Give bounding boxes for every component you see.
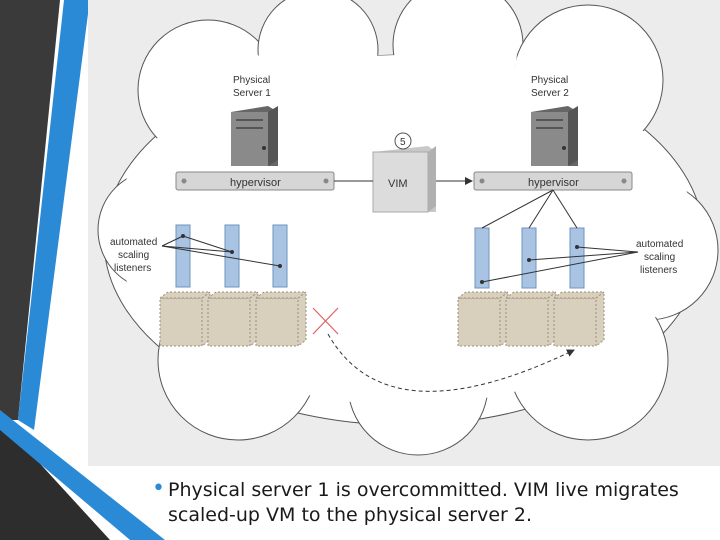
server1-label-line2: Server 1 (233, 88, 271, 99)
slide-caption: • Physical server 1 is overcommitted. VI… (152, 476, 716, 528)
caption-line1: Physical server 1 is overcommitted. VIM … (168, 479, 679, 501)
physical-server1-icon (231, 106, 278, 166)
listeners-left-line2: scaling (118, 250, 149, 261)
migration-diagram-figure: Physical Server 1 Physical Server 2 (88, 0, 720, 466)
caption-line2: scaled-up VM to the physical server 2. (168, 504, 533, 526)
vm-group-server1 (158, 291, 308, 347)
server2-label-line2: Server 2 (531, 88, 569, 99)
listeners-right-line3: listeners (640, 265, 677, 276)
removed-vm-cross-icon (312, 307, 339, 335)
listeners-left-line1: automated (110, 237, 157, 248)
vim-box: VIM (372, 146, 436, 213)
migration-arrow (327, 333, 575, 392)
dark-stripe (0, 0, 60, 420)
listeners-right-line2: scaling (644, 252, 675, 263)
vm-group-server2 (456, 291, 606, 347)
diagram-canvas: Physical Server 1 Physical Server 2 (97, 0, 719, 456)
server2-label-line1: Physical (531, 75, 568, 86)
blue-stripe (18, 0, 88, 430)
cloud-shape (97, 0, 719, 456)
hypervisor1-bar: hypervisor (175, 171, 335, 191)
hypervisor2-label: hypervisor (528, 177, 579, 189)
bullet-icon: • (152, 476, 165, 501)
step-number-badge (394, 132, 412, 150)
listeners-left-line3: listeners (114, 263, 151, 274)
listeners-left (161, 224, 288, 288)
listeners-right-line1: automated (636, 239, 683, 250)
step-number: 5 (400, 137, 406, 148)
listeners-right (474, 189, 639, 289)
hypervisor1-label: hypervisor (230, 177, 281, 189)
vim-label: VIM (388, 178, 408, 190)
physical-server2-icon (531, 106, 578, 166)
server1-label-line1: Physical (233, 75, 270, 86)
bottom-blue-wedge (0, 410, 165, 540)
hypervisor2-bar: hypervisor (473, 171, 633, 191)
